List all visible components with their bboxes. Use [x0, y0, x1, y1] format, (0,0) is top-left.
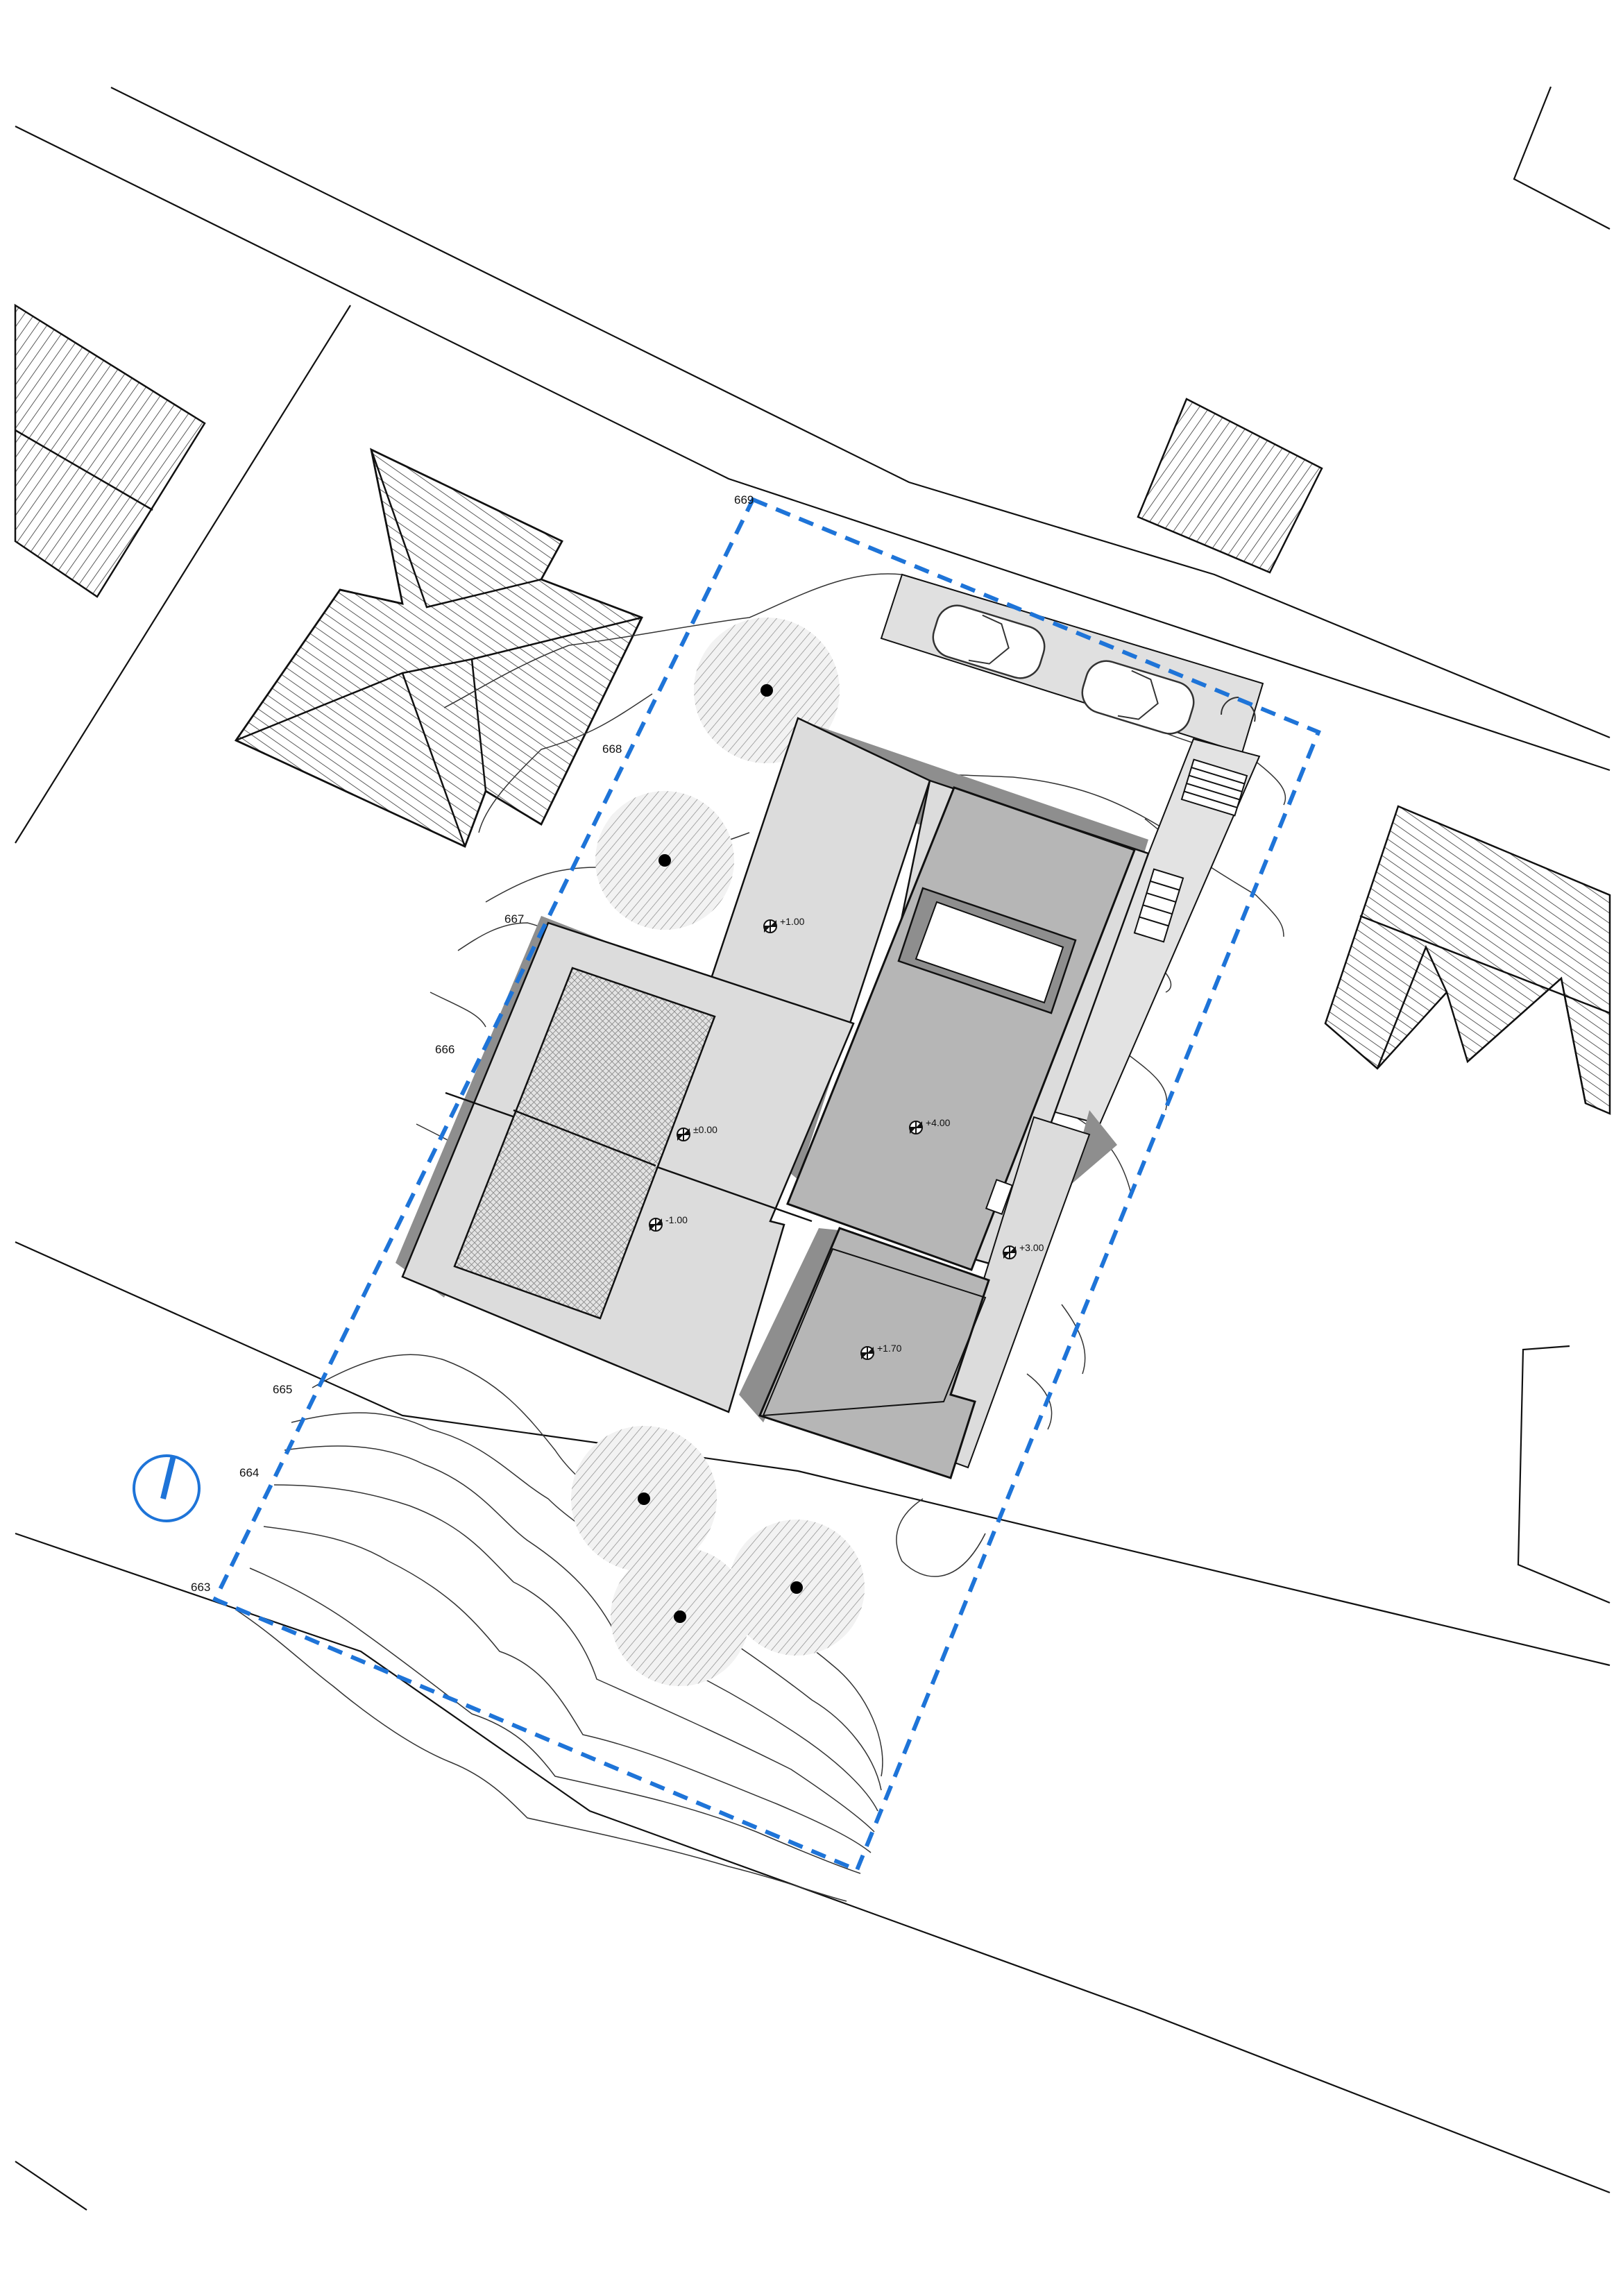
level-label-terrace: -1.00 [665, 1214, 688, 1225]
neighbour-garage-north [1137, 398, 1323, 574]
contour-label-668: 668 [602, 742, 622, 756]
roof-block-main [786, 786, 1136, 1271]
level-label-south: +1.70 [877, 1343, 902, 1354]
north-arrow-icon [133, 1454, 201, 1522]
level-label-annex: +3.00 [1019, 1242, 1044, 1253]
level-label-west: ±0.00 [693, 1124, 717, 1135]
car-icon [932, 604, 1046, 679]
level-label-upper: +1.00 [780, 916, 805, 927]
car-icon [1081, 660, 1195, 735]
contour-label-664: 664 [239, 1466, 259, 1479]
neighbour-building-east [1324, 805, 1611, 1115]
neighbour-building-west [14, 303, 206, 598]
plot-boundary [212, 497, 1321, 1873]
level-marker-icon: +4.00 [909, 1117, 951, 1134]
level-markers: +1.00 ±0.00 -1.00 +4.00 +3.00 +1.70 [649, 916, 1044, 1360]
tree-canopy-icon [595, 791, 734, 930]
house [396, 717, 1150, 1479]
contour-label-665: 665 [273, 1383, 292, 1396]
roof-terrace [453, 967, 716, 1320]
parking-area [880, 573, 1264, 754]
level-label-main: +4.00 [926, 1117, 951, 1128]
level-marker-icon: +1.70 [860, 1343, 902, 1360]
contour-label-669: 669 [734, 493, 754, 507]
level-marker-icon: +3.00 [1003, 1242, 1044, 1259]
tree-canopy-icon [611, 1547, 749, 1686]
level-marker-icon: +1.00 [763, 916, 805, 933]
contour-labels: 669 668 667 666 665 664 663 [191, 493, 754, 1594]
neighbour-building-north-west [234, 448, 643, 848]
contour-label-667: 667 [504, 912, 524, 926]
tree-canopy-icon [571, 1426, 717, 1572]
contour-label-666: 666 [435, 1043, 454, 1056]
level-marker-icon: -1.00 [649, 1214, 688, 1232]
contour-label-663: 663 [191, 1581, 210, 1594]
level-marker-icon: ±0.00 [677, 1124, 717, 1141]
tree-canopy-icon [729, 1520, 865, 1656]
